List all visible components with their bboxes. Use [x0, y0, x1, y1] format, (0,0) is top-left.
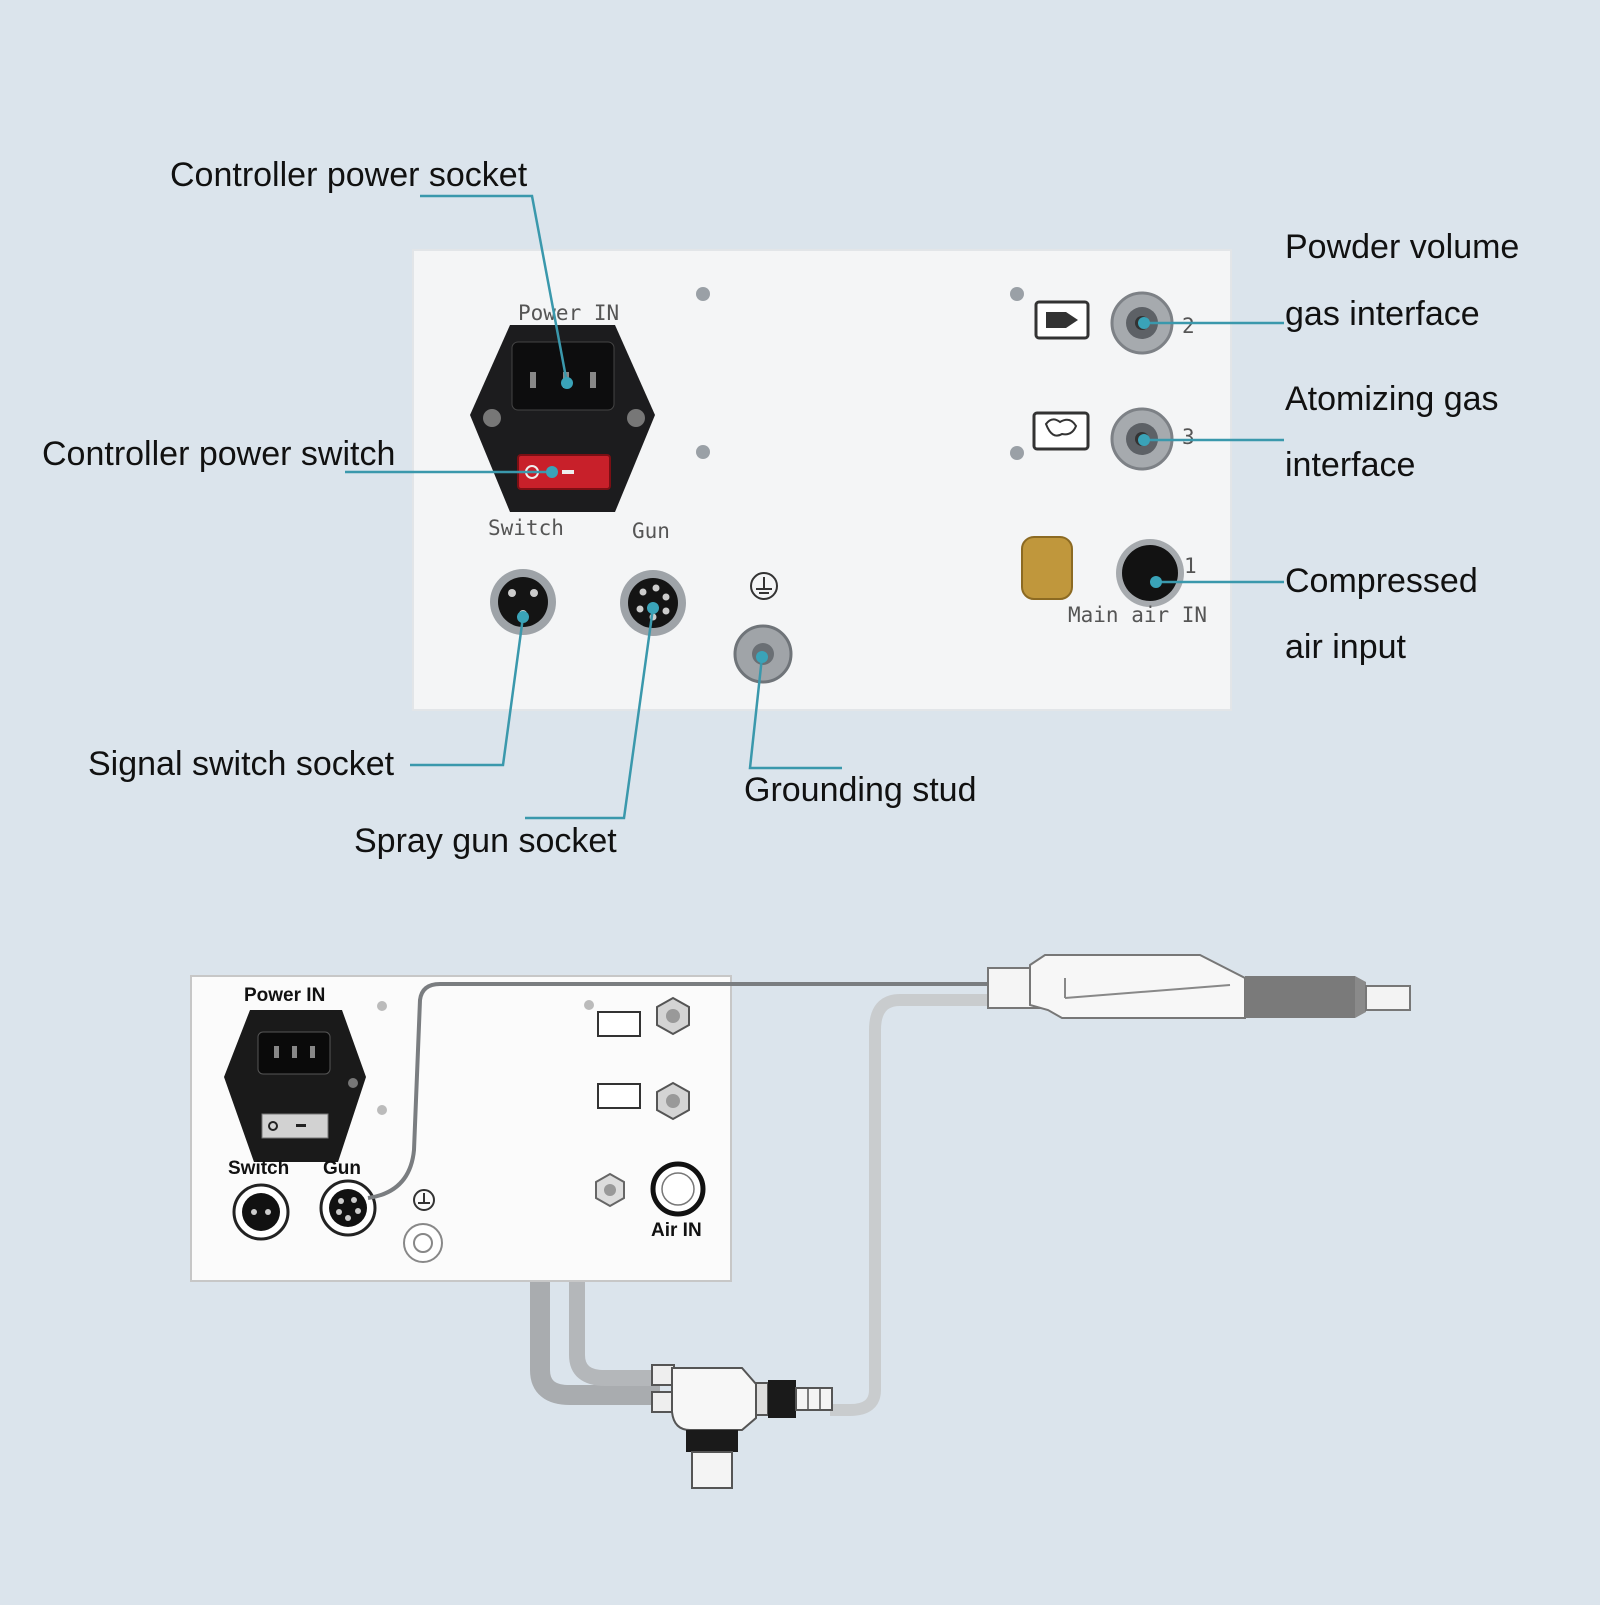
photo-gun-label: Gun [632, 519, 670, 543]
photo-port-3-label: 3 [1182, 425, 1195, 449]
callout-powder-volume: Powder volume [1285, 228, 1519, 266]
callout-power-socket: Controller power socket [170, 156, 528, 194]
screw-icon [1010, 287, 1024, 301]
line-air-in-label: Air IN [651, 1220, 702, 1241]
powder-tube [830, 994, 1000, 1416]
atomizing-air-hose-lower [569, 1120, 660, 1386]
callout-signal-switch-socket: Signal switch socket [88, 745, 395, 783]
photo-main-air-in-label: Main air IN [1068, 603, 1207, 627]
line-air-inlet [650, 1161, 706, 1217]
photo-port-2-label: 2 [1182, 314, 1195, 338]
line-atomizer-icon [597, 1083, 641, 1109]
line-switch-socket [232, 1183, 290, 1241]
callout-grounding-stud: Grounding stud [744, 771, 977, 809]
photo-port-1-label: 1 [1184, 554, 1197, 578]
gun-cable [367, 982, 990, 1200]
powder-gun-icon [1034, 300, 1090, 340]
spray-gun [987, 954, 1411, 1019]
main-air-inlet [1116, 539, 1184, 607]
screw-icon [696, 445, 710, 459]
line-ground-symbol-icon [413, 1189, 435, 1211]
line-power-in-label: Power IN [244, 985, 325, 1006]
screw-icon [1010, 446, 1024, 460]
callout-power-switch: Controller power switch [42, 435, 395, 473]
powder-air-hose-lower [530, 1030, 660, 1405]
line-powder-icon [597, 1011, 641, 1037]
atomizer-icon [1032, 411, 1090, 451]
line-rocker-switch [261, 1113, 329, 1139]
screw-icon [627, 409, 645, 427]
callout-leaders [345, 194, 1284, 820]
ground-symbol-icon [750, 572, 778, 600]
line-gun-socket [319, 1179, 377, 1237]
screw-icon [483, 409, 501, 427]
line-switch-label: Switch [228, 1158, 289, 1179]
callout-powder-interface: gas interface [1285, 295, 1480, 333]
callout-atomizing-interface: interface [1285, 446, 1415, 484]
line-gun-label: Gun [323, 1158, 361, 1179]
callout-atomizing-gas: Atomizing gas [1285, 380, 1499, 418]
screw-icon [696, 287, 710, 301]
line-grounding-stud [403, 1223, 443, 1263]
photo-panel: Power IN Switch Gun [412, 249, 1232, 711]
powder-injector [651, 1364, 833, 1489]
callout-compressed: Compressed [1285, 562, 1478, 600]
photo-switch-label: Switch [488, 516, 564, 540]
line-drawing: Power IN Switch Gun [190, 954, 1411, 1489]
callout-spray-gun-socket: Spray gun socket [354, 822, 617, 860]
brass-muffler [1021, 536, 1073, 600]
callout-air-input: air input [1285, 628, 1407, 666]
photo-power-in-label: Power IN [518, 301, 619, 325]
